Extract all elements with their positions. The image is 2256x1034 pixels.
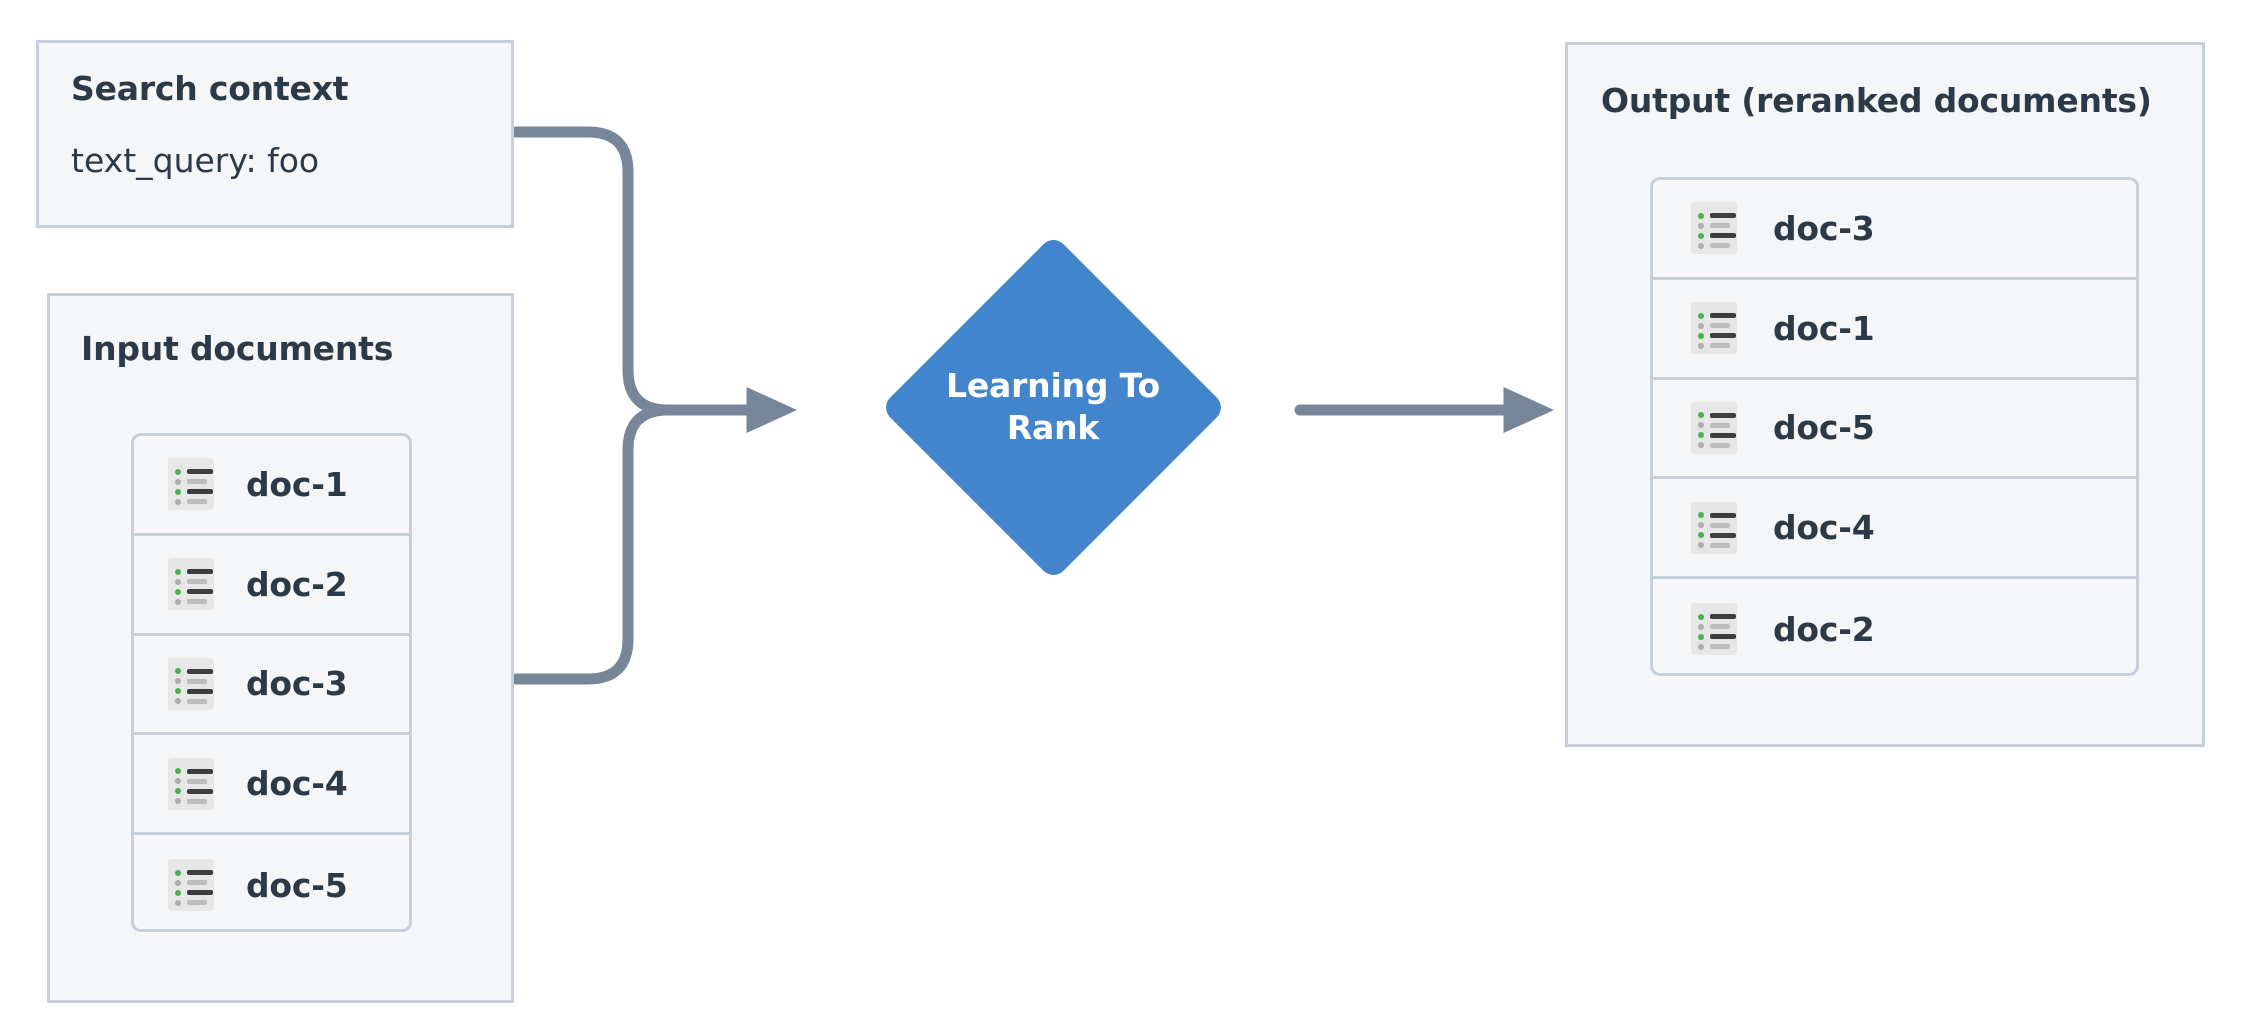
list-item[interactable]: doc-1 [134,436,409,536]
learning-to-rank-label: Learning To Rank [818,227,1288,587]
output-documents-panel: Output (reranked documents) doc-3 [1565,42,2205,747]
ltr-label-line-1: Learning To [946,365,1160,405]
document-list-icon [168,558,214,611]
output-documents-title: Output (reranked documents) [1601,81,2152,120]
ltr-label-line-2: Rank [1006,408,1100,447]
document-list-icon [1691,202,1737,255]
search-context-query: text_query: foo [71,141,320,180]
list-item[interactable]: doc-4 [134,735,409,836]
list-item-label: doc-5 [1773,408,1875,448]
document-list-icon [168,757,214,810]
learning-to-rank-node[interactable]: Learning To Rank [818,227,1288,587]
search-context-panel: Search context text_query: foo [36,40,514,228]
document-list-icon [168,859,214,912]
input-documents-title: Input documents [81,329,394,368]
list-item-label: doc-2 [1773,609,1875,649]
list-item[interactable]: doc-4 [1653,479,2136,580]
list-item-label: doc-1 [246,464,348,504]
list-item-label: doc-2 [246,564,348,604]
list-item-label: doc-3 [246,664,348,704]
list-item[interactable]: doc-3 [1653,180,2136,280]
document-list-icon [168,458,214,511]
list-item-label: doc-5 [246,865,348,905]
list-item-label: doc-4 [1773,508,1875,548]
input-documents-panel: Input documents doc-1 [47,293,514,1003]
document-list-icon [1691,401,1737,454]
search-context-title: Search context [71,69,349,108]
connector-input-to-ltr [510,404,674,685]
list-item[interactable]: doc-5 [134,835,409,929]
list-item-label: doc-3 [1773,208,1875,248]
input-documents-list: doc-1 doc-2 doc-3 [131,433,412,932]
document-list-icon [1691,302,1737,355]
document-list-icon [1691,501,1737,554]
list-item-label: doc-4 [246,764,348,804]
document-list-icon [1691,603,1737,656]
output-documents-list: doc-3 doc-1 doc-5 [1650,177,2139,676]
list-item-label: doc-1 [1773,308,1875,348]
list-item[interactable]: doc-1 [1653,280,2136,380]
list-item[interactable]: doc-5 [1653,380,2136,480]
list-item[interactable]: doc-2 [134,536,409,636]
list-item[interactable]: doc-3 [134,636,409,736]
list-item[interactable]: doc-2 [1653,579,2136,673]
document-list-icon [168,657,214,710]
connector-search-to-ltr [510,126,674,416]
